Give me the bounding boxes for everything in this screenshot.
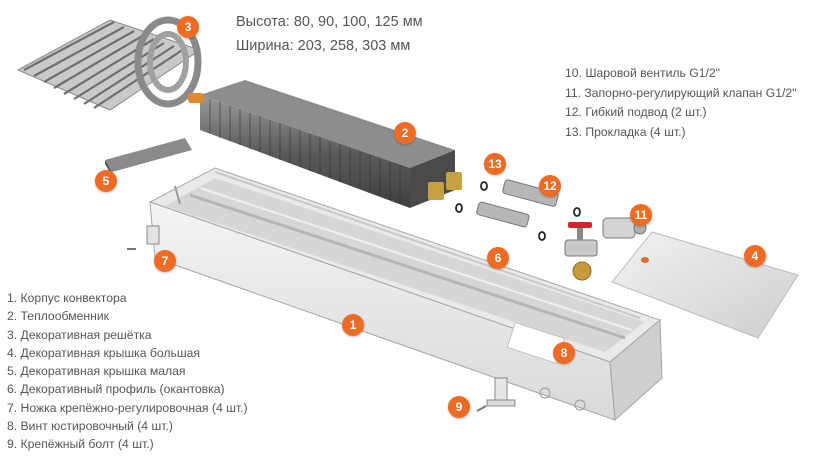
mounting-foot-bottom (476, 377, 516, 412)
callout-6: 6 (487, 247, 509, 269)
convector-body (148, 167, 663, 422)
callout-7: 7 (154, 250, 176, 272)
decorative-grate (16, 16, 202, 111)
callout-11: 11 (630, 204, 652, 226)
callout-8: 8 (553, 342, 575, 364)
legend-item: 1. Корпус конвектора (7, 291, 127, 305)
legend-item: 10. Шаровой вентиль G1/2" (565, 66, 720, 80)
flexible-hoses (476, 179, 559, 228)
callout-5: 5 (95, 170, 117, 192)
callout-9: 9 (448, 396, 470, 418)
legend-item: 12. Гибкий подвод (2 шт.) (565, 105, 707, 120)
legend-left: 1. Корпус конвектора 2. Теплообменник 3.… (7, 289, 248, 454)
gaskets (455, 181, 581, 241)
legend-right: 10. Шаровой вентиль G1/2" 11. Запорно-ре… (565, 64, 797, 142)
legend-item: 5. Декоративная крышка малая (7, 364, 186, 379)
mounting-foot-left (127, 225, 160, 250)
small-decorative-cover (105, 138, 192, 176)
legend-item: 6. Декоративный профиль (окантовка) (7, 382, 225, 397)
width-spec: Ширина: 203, 258, 303 мм (236, 38, 411, 54)
callout-2: 2 (394, 122, 416, 144)
callout-3: 3 (177, 16, 199, 38)
large-decorative-cover (611, 231, 799, 339)
legend-item: 9. Крепёжный болт (4 шт.) (7, 437, 154, 452)
callout-1: 1 (342, 314, 364, 336)
ball-valve (564, 222, 598, 281)
legend-item: 3. Декоративная решётка (7, 327, 152, 342)
legend-item: 13. Прокладка (4 шт.) (565, 124, 686, 139)
legend-item: 4. Декоративная крышка большая (7, 345, 200, 360)
heat-exchanger (188, 80, 462, 208)
callout-12: 12 (539, 175, 561, 197)
callout-13: 13 (484, 153, 506, 175)
legend-item: 7. Ножка крепёжно-регулировочная (4 шт.) (7, 400, 248, 415)
legend-item: 8. Винт юстировочный (4 шт.) (7, 419, 173, 434)
legend-item: 11. Запорно-регулирующий клапан G1/2" (565, 85, 797, 100)
decorative-profile (174, 171, 641, 319)
legend-item: 2. Теплообменник (7, 309, 109, 324)
callout-4: 4 (744, 245, 766, 267)
height-spec: Высота: 80, 90, 100, 125 мм (236, 14, 423, 30)
